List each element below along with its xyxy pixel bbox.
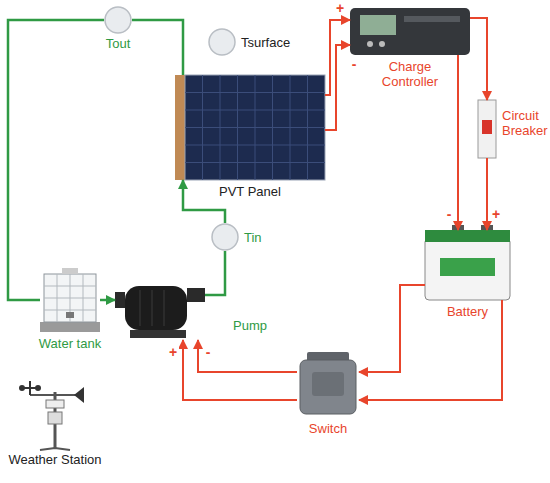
pump-outlet bbox=[187, 288, 205, 302]
controller-strip bbox=[404, 16, 460, 22]
pipe-connector bbox=[100, 299, 115, 302]
tank-cap bbox=[62, 268, 78, 274]
pipe-connector bbox=[205, 251, 225, 295]
wire-connector bbox=[457, 55, 459, 230]
component-label: Circuit Breaker bbox=[502, 108, 548, 138]
polarity-sign: - bbox=[204, 345, 213, 359]
water-tank-picture bbox=[40, 268, 100, 332]
polarity-sign: - bbox=[445, 207, 454, 221]
weather-station-picture bbox=[19, 381, 84, 450]
wire-connector bbox=[359, 300, 502, 400]
switch-picture bbox=[300, 352, 356, 414]
component-label: PVT Panel bbox=[219, 184, 281, 199]
wire-connector bbox=[359, 285, 425, 372]
polarity-sign: + bbox=[490, 207, 502, 221]
sensor-node: Tsurface bbox=[208, 28, 236, 56]
wire-connector bbox=[325, 20, 350, 95]
pump-body bbox=[125, 286, 187, 330]
pump-node: Pump bbox=[115, 280, 205, 340]
station-arm bbox=[30, 394, 78, 396]
sensor-node: Tout bbox=[104, 6, 132, 34]
controller-button bbox=[379, 41, 385, 47]
component-label: Battery bbox=[447, 304, 488, 319]
cell-grid bbox=[185, 75, 325, 180]
station-feet bbox=[40, 448, 70, 450]
anemometer-cup bbox=[19, 385, 25, 391]
station-node: Weather Station bbox=[20, 378, 90, 448]
panel-node: PVT Panel bbox=[175, 75, 325, 180]
pump-picture bbox=[115, 286, 205, 338]
pump-ribs bbox=[140, 290, 164, 326]
polarity-sign: - bbox=[350, 57, 359, 71]
breaker-picture bbox=[478, 100, 496, 158]
switch-body bbox=[300, 360, 356, 414]
pump-base bbox=[130, 330, 186, 338]
polarity-sign: + bbox=[334, 1, 346, 15]
component-label: Water tank bbox=[39, 336, 101, 351]
sensor-node: Tin bbox=[211, 223, 239, 251]
tank-tap bbox=[66, 312, 74, 318]
pipe-connector bbox=[8, 20, 104, 300]
battery-sticker bbox=[440, 258, 495, 276]
switch-face bbox=[312, 372, 344, 396]
sensor-outline bbox=[211, 223, 239, 251]
wire-connector bbox=[325, 45, 350, 130]
anemometer-cup bbox=[35, 385, 41, 391]
wind-vane bbox=[74, 387, 84, 403]
sensor-outline bbox=[104, 6, 132, 34]
controller-button bbox=[367, 41, 373, 47]
manifold-pipe bbox=[175, 75, 185, 180]
controller-case bbox=[350, 8, 470, 55]
battery-body bbox=[425, 238, 510, 300]
wire-connector bbox=[486, 158, 488, 230]
breaker-node: Circuit Breaker bbox=[478, 100, 496, 158]
tank-cage bbox=[44, 274, 96, 322]
component-label: Pump bbox=[233, 318, 267, 333]
tank-pallet bbox=[40, 322, 100, 332]
sensor-circle bbox=[212, 224, 238, 250]
charge-controller-picture bbox=[350, 8, 470, 55]
wire-connector bbox=[198, 340, 297, 372]
component-label: Tout bbox=[106, 36, 131, 51]
tank-node: Water tank bbox=[40, 268, 100, 332]
component-label: Charge Controller bbox=[382, 59, 438, 89]
battery-node: Battery bbox=[425, 230, 510, 300]
battery-picture bbox=[425, 225, 510, 300]
wire-connector bbox=[183, 340, 297, 400]
controller-display bbox=[360, 15, 396, 35]
component-label: Switch bbox=[309, 421, 347, 436]
sensor-outline bbox=[208, 28, 236, 56]
breaker-toggle bbox=[482, 120, 492, 134]
pump-inlet bbox=[115, 292, 125, 308]
tank-body bbox=[44, 274, 96, 322]
sensor-circle bbox=[105, 7, 131, 33]
breaker-body bbox=[478, 100, 496, 158]
component-label: Tin bbox=[244, 230, 262, 245]
battery-lid bbox=[425, 230, 510, 242]
switch-node: Switch bbox=[297, 355, 359, 417]
component-label: Weather Station bbox=[9, 452, 102, 467]
polarity-sign: + bbox=[167, 345, 179, 359]
component-label: Tsurface bbox=[241, 35, 290, 50]
wire-connector bbox=[470, 18, 487, 100]
pvt-panel-picture bbox=[175, 75, 325, 180]
rain-gauge bbox=[46, 400, 64, 408]
controller-node: Charge Controller bbox=[350, 8, 470, 55]
solar-cells bbox=[185, 75, 325, 180]
pipe-connector bbox=[183, 180, 225, 223]
sensor-box bbox=[48, 412, 62, 424]
pipe-connector bbox=[132, 20, 183, 75]
sensor-circle bbox=[209, 29, 235, 55]
